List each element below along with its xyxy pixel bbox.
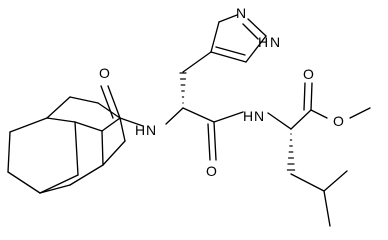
histidine-backbone bbox=[165, 107, 244, 161]
adamantyl-carbonyl bbox=[100, 85, 144, 127]
atom-nh-amide-right-h: H bbox=[243, 108, 253, 124]
leucine-ester bbox=[267, 82, 371, 227]
atom-labels: N H N O H N O H N O O bbox=[99, 5, 344, 179]
stereo-hash-leucine bbox=[286, 133, 296, 171]
stereo-hash-histidine bbox=[179, 72, 187, 104]
atom-nh-imidazole-h: H bbox=[258, 34, 268, 50]
atom-nh-amide-left-h: H bbox=[135, 122, 145, 138]
atom-nh-imidazole-n: N bbox=[270, 34, 280, 50]
atom-nh-amide-right-n: N bbox=[254, 108, 264, 124]
atom-o-histidine-carbonyl: O bbox=[206, 163, 217, 179]
atom-n-imidazole-top: N bbox=[236, 5, 246, 21]
atom-o-ester-methoxy: O bbox=[333, 113, 344, 129]
imidazole-ring bbox=[182, 14, 267, 73]
atom-nh-amide-left-n: N bbox=[146, 122, 156, 138]
atom-o-adamantyl-carbonyl: O bbox=[99, 65, 110, 81]
adamantane-cage bbox=[7, 96, 126, 194]
atom-o-ester-carbonyl: O bbox=[303, 66, 314, 82]
